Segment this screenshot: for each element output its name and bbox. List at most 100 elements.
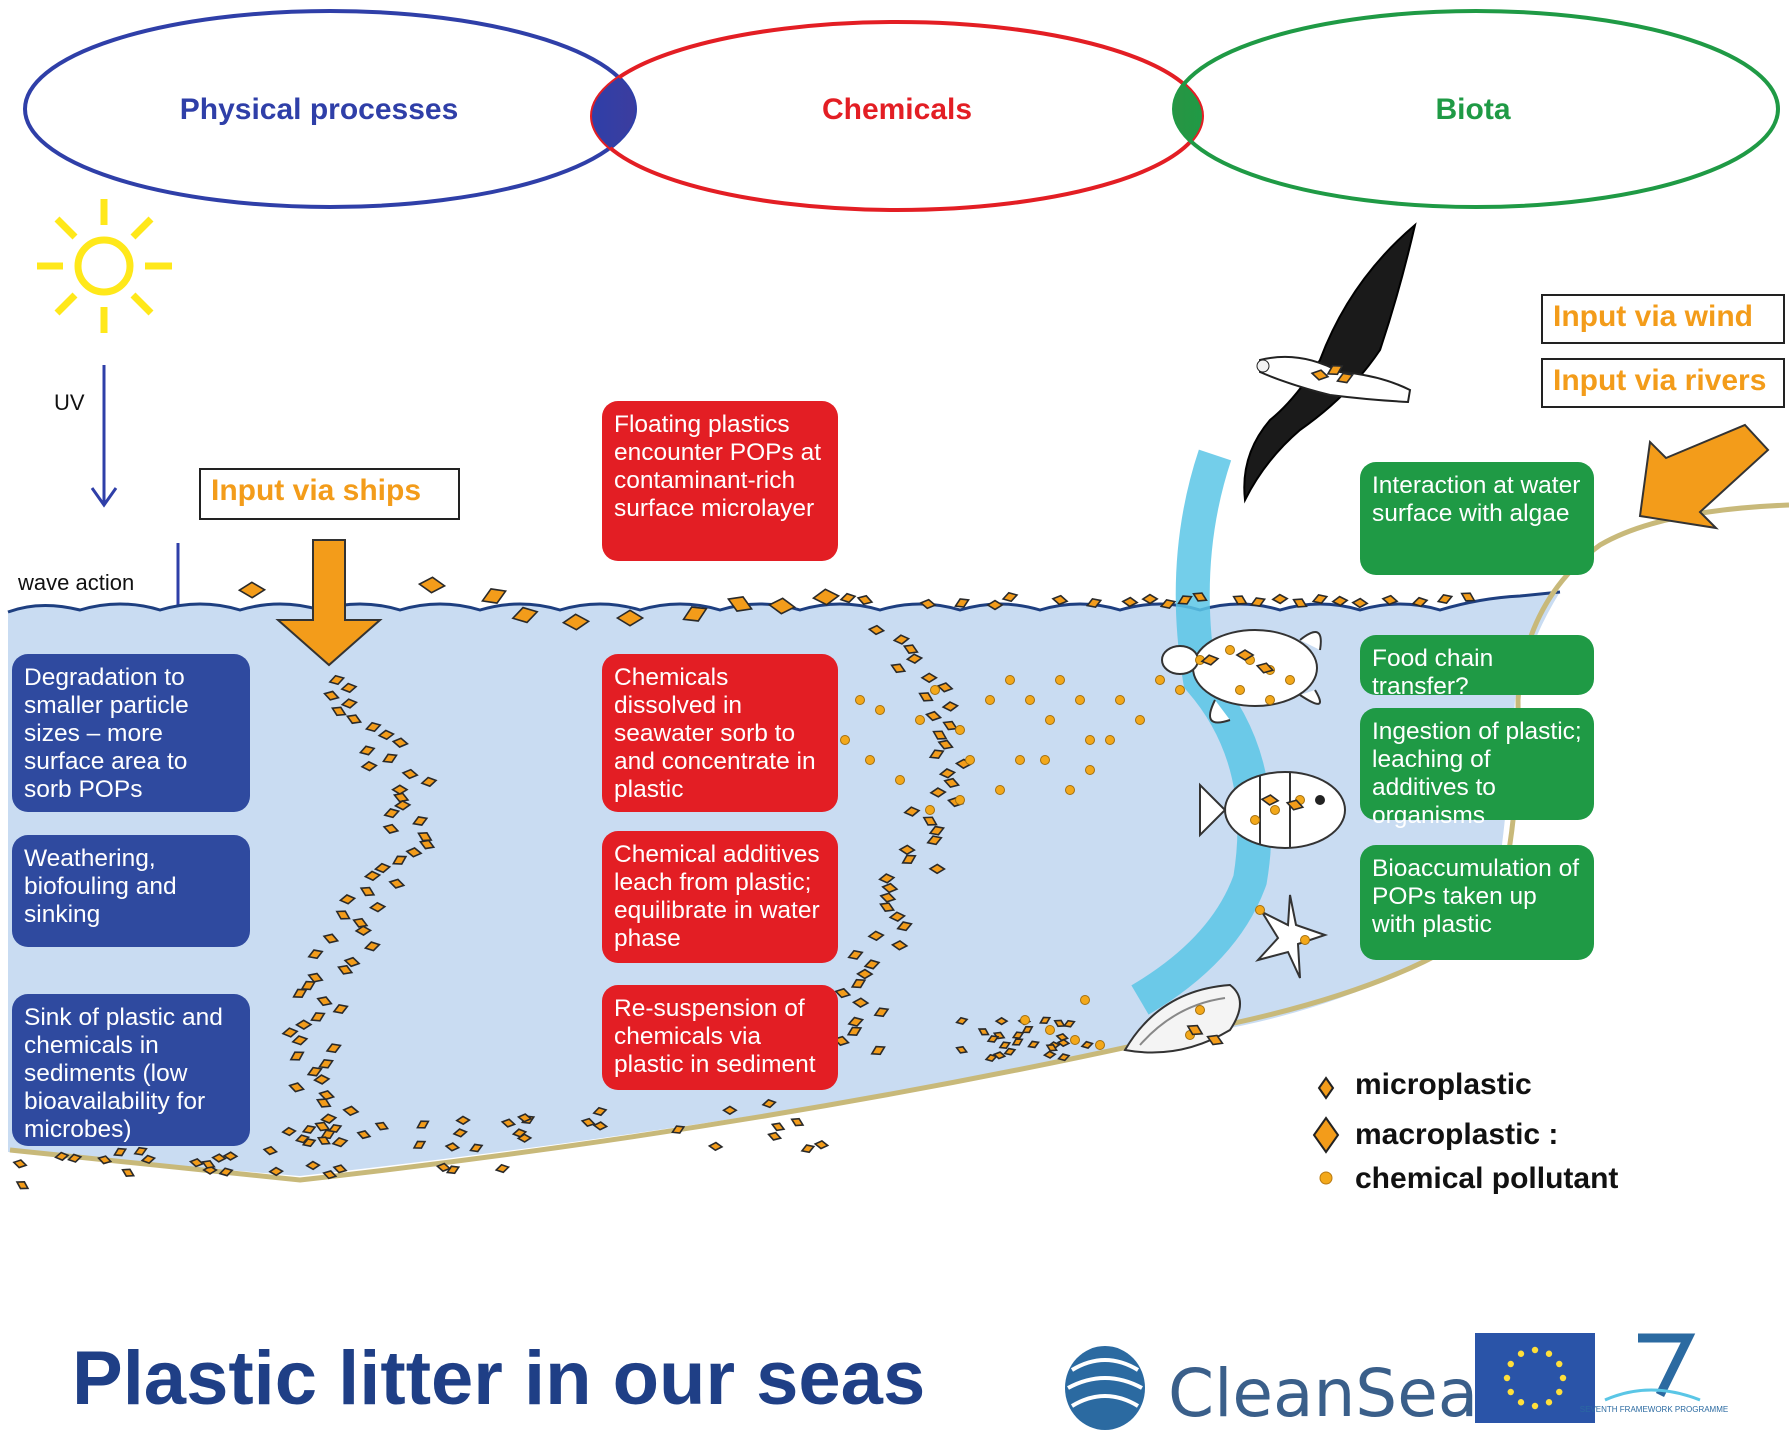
plastic-particle <box>928 863 946 875</box>
plastic-particle <box>920 672 938 684</box>
eu-star <box>1531 1402 1539 1410</box>
pollutant-dot <box>1065 785 1075 795</box>
plastic-particle <box>1039 1016 1052 1025</box>
plastic-particle <box>188 1157 205 1168</box>
pollutant-dot <box>1175 685 1185 695</box>
plastic-particle <box>977 1028 990 1036</box>
plastic-particle <box>268 1166 284 1177</box>
pollutant-dot <box>875 705 885 715</box>
eu-star <box>1503 1374 1511 1382</box>
plastic-particle <box>363 870 382 882</box>
plastic-particle <box>455 1115 471 1126</box>
plastic-particle <box>211 1153 227 1163</box>
plastic-particle <box>393 800 412 811</box>
plastic-particle <box>834 987 852 999</box>
plastic-particle <box>1051 594 1069 606</box>
starfish-icon <box>1254 894 1329 979</box>
plastic-particle <box>358 745 376 756</box>
plastic-particle <box>1381 594 1399 606</box>
algae-interaction-box: Interaction at water surface with algae <box>1360 462 1594 575</box>
plastic-particle <box>316 996 333 1007</box>
sediment-sink-box: Sink of plastic and chemicals in sedimen… <box>12 994 250 1146</box>
plastic-particle <box>847 1016 865 1027</box>
pollutant-dot <box>1115 695 1125 705</box>
macroplastic-symbol <box>1312 1116 1340 1154</box>
plastic-particle <box>354 925 373 937</box>
pollutant-dot <box>1095 1040 1105 1050</box>
plastic-particle <box>846 1026 863 1037</box>
pollutant-dot <box>1250 815 1260 825</box>
plastic-particle <box>1336 372 1354 384</box>
water-surface-line <box>7 590 1561 614</box>
eu-star <box>1507 1360 1514 1368</box>
plastic-particle <box>388 878 406 889</box>
pollutant-dot <box>1040 755 1050 765</box>
plastic-particle <box>511 606 539 624</box>
plastic-particle <box>1249 597 1267 607</box>
sun-icon <box>37 199 172 333</box>
plastic-particle <box>800 1144 816 1154</box>
plastic-particle <box>318 1058 334 1069</box>
footer-title: Plastic litter in our seas <box>72 1336 926 1421</box>
plastic-particle <box>881 882 899 894</box>
plastic-particle <box>1436 593 1454 605</box>
plastic-particle <box>417 831 433 842</box>
plastic-particle <box>1177 595 1193 605</box>
plastic-particle <box>360 760 378 772</box>
plastic-particle <box>288 1082 306 1093</box>
plastic-particle <box>322 1170 338 1180</box>
plastic-particle <box>301 1138 317 1148</box>
plastic-particle <box>1351 597 1369 609</box>
pollutant-dot <box>1015 755 1025 765</box>
plastic-particle <box>580 1117 596 1128</box>
eu-star <box>1545 1350 1553 1357</box>
plastic-particle <box>310 1012 326 1022</box>
plastic-particle <box>401 768 419 780</box>
pollutant-dot <box>965 755 975 765</box>
plastic-particle <box>391 737 409 748</box>
plastic-particle <box>359 886 376 897</box>
plastic-particle <box>383 808 401 819</box>
plastic-particle <box>1055 1033 1069 1042</box>
pollutant-dot <box>1070 1035 1080 1045</box>
weathering-box: Weathering, biofouling and sinking <box>12 835 250 947</box>
plastic-particle <box>873 1007 890 1018</box>
plastic-particle <box>1057 1053 1071 1062</box>
pollutant-dot <box>1155 675 1165 685</box>
plastic-particle <box>770 1122 786 1132</box>
plastic-particle <box>328 674 346 686</box>
plastic-particle <box>839 592 857 604</box>
plastic-particle <box>928 825 946 836</box>
input-via-wind-label: Input via wind <box>1541 294 1785 344</box>
plastic-particle <box>1001 591 1019 603</box>
plastic-particle <box>892 634 911 645</box>
ships-arrow <box>275 539 383 667</box>
plastic-particle <box>338 894 357 905</box>
food-chain-pathway <box>1131 449 1272 1015</box>
plastic-particle <box>943 777 961 788</box>
plastic-particle <box>331 1136 349 1148</box>
plastic-particle <box>1121 596 1139 608</box>
plastic-particle <box>856 968 874 980</box>
plastic-particle <box>405 847 423 858</box>
plastic-particle <box>1085 598 1103 608</box>
pollutant-dot <box>1255 905 1265 915</box>
plastic-particle <box>726 596 754 612</box>
plastic-particle <box>1192 592 1208 602</box>
plastic-particle <box>356 1130 372 1140</box>
plastic-particle <box>295 1019 313 1031</box>
plastic-particle <box>1200 654 1220 666</box>
plastic-particle <box>955 1045 969 1054</box>
pollutant-dot <box>1080 995 1090 1005</box>
plastic-particle <box>392 792 410 803</box>
chemicals-label: Chemicals <box>821 93 973 126</box>
cleansea-logo-icon <box>1065 1346 1145 1430</box>
eu-star <box>1517 1399 1525 1406</box>
plastic-particle <box>113 1147 128 1157</box>
plastic-particle <box>941 701 960 712</box>
ingestion-box: Ingestion of plastic; leaching of additi… <box>1360 708 1594 829</box>
resuspension-box: Re-suspension of chemicals via plastic i… <box>602 985 838 1090</box>
plastic-particle <box>391 855 408 865</box>
plastic-particle <box>888 911 907 922</box>
plastic-particle <box>986 599 1004 611</box>
